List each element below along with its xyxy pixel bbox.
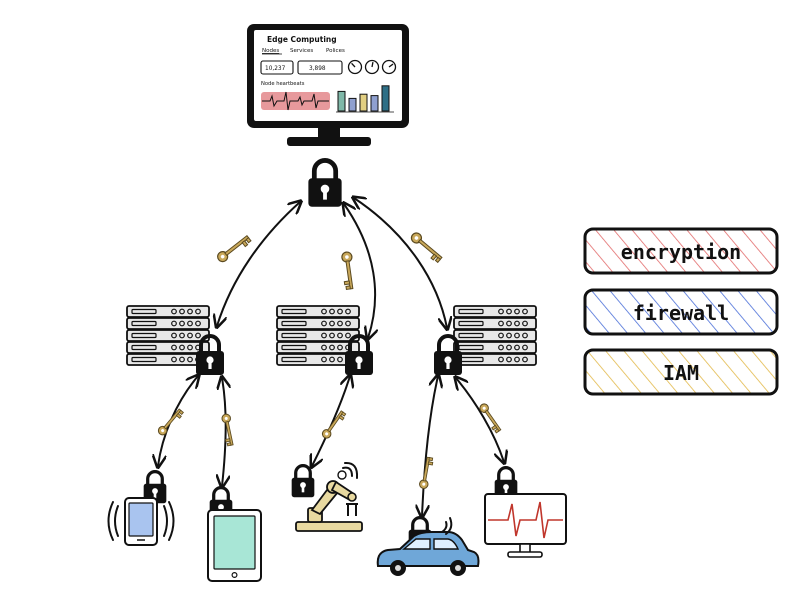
key-icon	[339, 250, 357, 291]
dashboard-bar	[348, 97, 357, 112]
dashboard-title: Edge Computing	[267, 35, 337, 44]
gauge-needle	[388, 63, 394, 68]
bar-chart	[337, 85, 390, 112]
key-icon	[156, 406, 185, 438]
gauge-needle	[371, 61, 374, 68]
padlock-icon	[308, 160, 341, 206]
arrow-server-left-to-phone	[158, 376, 198, 466]
server-rack-right	[453, 305, 537, 366]
tablet-icon	[207, 509, 262, 582]
legend-item-iam: IAM	[583, 348, 779, 396]
stat-box-services	[297, 60, 343, 75]
dashboard-bar	[337, 90, 346, 112]
padlock-icon	[290, 463, 316, 499]
heartbeat-label: Node heartbeats	[261, 81, 305, 87]
robot-arm-icon	[295, 461, 363, 532]
stat-nodes-value: 10,237	[265, 66, 286, 72]
tab-nodes[interactable]: Nodes	[262, 48, 279, 54]
key-icon	[219, 412, 237, 447]
arrow-server-middle-to-robot	[312, 376, 350, 466]
stat-services-value: 3,898	[309, 66, 326, 72]
arrow-hub-to-server-right	[354, 198, 447, 328]
dashboard-bar	[370, 95, 379, 112]
arrow-server-right-to-car	[422, 376, 438, 516]
legend-box	[583, 348, 779, 396]
monitor-neck	[318, 128, 340, 138]
connected-car-icon	[376, 517, 480, 576]
gauge-needle	[351, 62, 356, 68]
legend-hatch	[585, 290, 777, 334]
dashboard-monitor: Edge Computing Nodes Services Polices 10…	[247, 24, 409, 146]
legend-hatch	[585, 350, 777, 394]
key-icon	[418, 456, 435, 490]
padlock-icon	[194, 334, 226, 377]
legend-label: encryption	[621, 240, 741, 264]
gauge-group	[347, 59, 397, 75]
dashboard-bar	[381, 85, 390, 112]
arrow-server-left-to-tablet	[222, 378, 226, 486]
legend-box	[583, 288, 779, 336]
heartbeat-line	[262, 91, 329, 111]
legend-label: firewall	[633, 301, 729, 325]
legend-item-firewall: firewall	[583, 288, 779, 336]
arrow-server-right-to-monitor	[456, 378, 504, 462]
arrow-hub-to-server-left	[217, 202, 300, 326]
key-icon	[320, 408, 347, 441]
legend-item-encryption: encryption	[583, 227, 779, 275]
heartbeat-monitor-icon	[484, 493, 567, 558]
legend-box	[583, 227, 779, 275]
dashboard-bar	[359, 93, 368, 112]
key-icon	[215, 232, 253, 266]
key-icon	[408, 230, 445, 264]
gauge-dial	[347, 59, 363, 75]
legend-hatch	[585, 229, 777, 273]
tab-services[interactable]: Services	[290, 48, 313, 54]
padlock-icon	[432, 334, 464, 377]
tab-polices[interactable]: Polices	[326, 48, 345, 54]
legend-label: IAM	[663, 361, 699, 385]
monitor-base	[287, 137, 371, 146]
gauge-dial	[381, 59, 397, 75]
gauge-dial	[364, 59, 380, 75]
connection-arrows	[158, 198, 504, 516]
stat-box-nodes	[260, 60, 294, 75]
smartphone-icon	[107, 497, 175, 546]
